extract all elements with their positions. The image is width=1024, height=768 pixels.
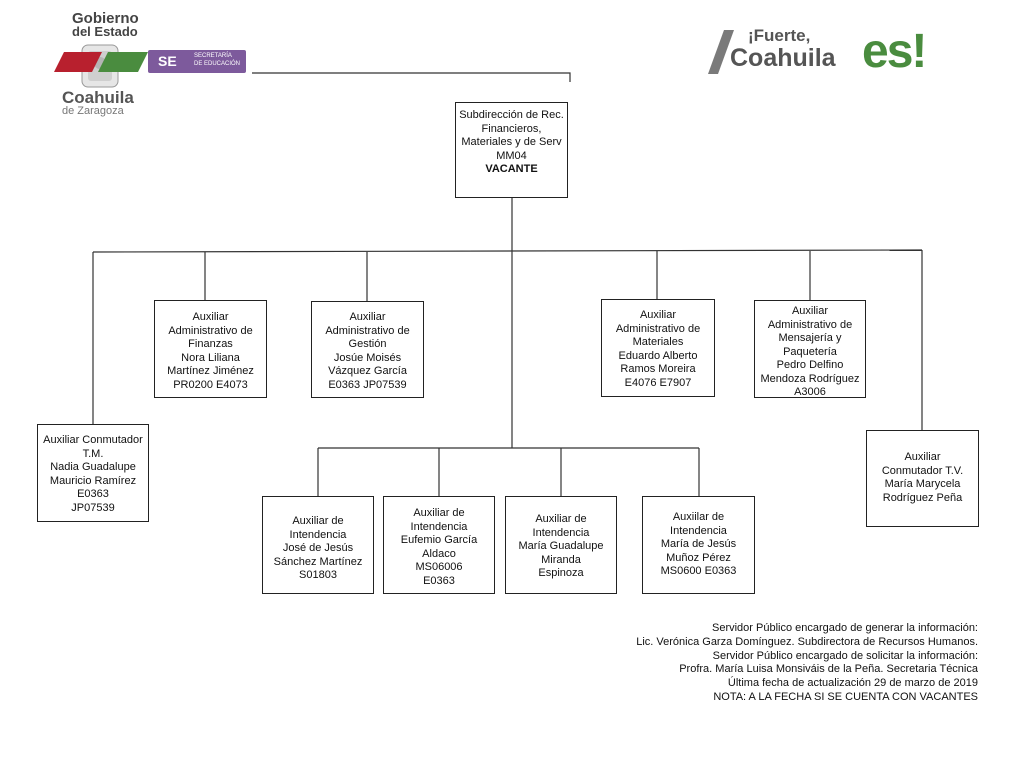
node-line: Intendencia: [410, 520, 468, 533]
node-line: Pedro Delfino: [776, 359, 844, 371]
node-line: Subdirección de Rec.: [459, 109, 564, 121]
org-node-mensajeria: Auxiliar Administrativo de Mensajería y …: [754, 300, 866, 398]
node-line: Administrativo de: [168, 324, 253, 337]
node-line: Conmutador T.V.: [881, 464, 964, 477]
node-line: Nadia Guadalupe: [50, 461, 136, 473]
node-line: José de Jesús: [282, 542, 354, 554]
node-line: Auxiilar de: [672, 511, 725, 523]
node-line: Administrativo de: [325, 324, 410, 337]
node-line: Administrativo de: [767, 318, 853, 331]
footer-line: Servidor Público encargado de solicitar …: [712, 649, 978, 662]
node-line: E4076 E7907: [624, 376, 692, 389]
node-line: Martínez Jiménez: [167, 365, 254, 377]
gov-logo-sub: de Zaragoza: [62, 105, 124, 117]
node-line: Auxiliar de: [413, 507, 465, 519]
org-node-materiales: Auxiliar Administrativo de Materiales Ed…: [601, 299, 715, 397]
slash-icon: [708, 30, 734, 74]
node-line: Miranda: [541, 553, 581, 566]
se-badge-line2: DE EDUCACIÓN: [194, 61, 241, 67]
node-line: A3006: [794, 386, 826, 398]
slogan-line1: ¡Fuerte,: [748, 26, 811, 45]
org-node-gestion: Auxiliar Administrativo de Gestión Josúe…: [311, 301, 424, 398]
se-badge-line1: SECRETARÍA: [194, 53, 232, 59]
node-line: E0363: [423, 574, 455, 587]
node-line: Josúe Moisés: [333, 351, 402, 364]
org-node-subdireccion: Subdirección de Rec. Financieros, Materi…: [455, 102, 568, 198]
footer-line: Servidor Público encargado de generar la…: [712, 622, 978, 634]
org-node-conmutador-tm: Auxiliar Conmutador T.M. Nadia Guadalupe…: [37, 424, 149, 522]
node-line: Auxiliar: [904, 451, 941, 463]
node-line: Intendencia: [670, 524, 727, 537]
node-line: Auxiliar: [791, 305, 829, 317]
node-line: Auxiliar: [639, 309, 677, 321]
node-line: Ramos Moreira: [620, 363, 696, 375]
node-line: Auxiliar: [192, 311, 229, 323]
node-line: Espinoza: [538, 567, 584, 579]
flag-stripes: [54, 52, 148, 72]
footer-line: NOTA: A LA FECHA SI SE CUENTA CON VACANT…: [713, 690, 978, 703]
slogan-word: es!: [862, 25, 927, 78]
node-line: Auxiliar: [349, 311, 386, 323]
org-node-intendencia-1: Auxiliar de Intendencia José de Jesús Sá…: [262, 496, 374, 594]
gov-logo-state: Coahuila: [62, 88, 134, 107]
gov-logo-line2: del Estado: [72, 24, 138, 39]
node-line: Gestión: [348, 338, 387, 350]
footer-line: Lic. Verónica Garza Domínguez. Subdirect…: [636, 635, 978, 648]
node-line: MS0600 E0363: [660, 565, 737, 577]
node-line: S01803: [299, 569, 337, 581]
node-line: PR0200 E4073: [173, 378, 248, 391]
slogan-line2: Coahuila: [730, 44, 836, 72]
node-line: Finanzas: [188, 338, 233, 350]
gov-logo-line1: Gobierno: [72, 10, 139, 27]
node-line: Materiales y de Serv: [461, 136, 562, 148]
node-line: Auxiliar de: [535, 513, 587, 525]
node-line: Eduardo Alberto: [618, 349, 698, 362]
se-badge-abbr: SE: [158, 53, 177, 69]
node-line: Vázquez García: [328, 365, 407, 377]
footer-line: Última fecha de actualización 29 de marz…: [727, 677, 978, 690]
node-line: MM04: [496, 149, 527, 162]
org-node-intendencia-4: Auxiilar de Intendencia María de Jesús M…: [642, 496, 755, 594]
org-node-intendencia-3: Auxiliar de Intendencia María Guadalupe …: [505, 496, 617, 594]
node-line: Auxiliar de: [292, 515, 344, 527]
node-line: Aldaco: [422, 547, 456, 560]
node-line: Intendencia: [532, 526, 590, 539]
node-line: Rodríguez Peña: [882, 491, 963, 504]
se-badge: SE SECRETARÍA DE EDUCACIÓN: [148, 50, 246, 73]
node-status: VACANTE: [485, 163, 538, 175]
org-node-intendencia-2: Auxiliar de Intendencia Eufemio García A…: [383, 496, 495, 594]
node-line: María Guadalupe: [518, 540, 604, 552]
node-line: JP07539: [71, 501, 115, 514]
node-line: Sánchez Martínez: [273, 555, 363, 568]
node-line: Financieros,: [481, 122, 542, 135]
node-line: E0363: [77, 488, 109, 500]
node-line: Eufemio García: [400, 534, 478, 546]
node-line: Administrativo de: [615, 322, 701, 335]
node-line: Mauricio Ramírez: [49, 474, 137, 487]
node-line: Nora Liliana: [181, 351, 240, 364]
node-line: Auxiliar Conmutador: [43, 434, 143, 446]
node-line: Paquetería: [783, 345, 837, 358]
footer-line: Profra. María Luisa Monsiváis de la Peña…: [679, 663, 978, 676]
node-line: Materiales: [632, 336, 684, 348]
node-line: Intendencia: [289, 528, 347, 541]
footer-notes: Servidor Público encargado de generar la…: [636, 622, 978, 705]
slogan-logo: ¡Fuerte, Coahuila es!: [706, 22, 956, 92]
org-node-conmutador-tv: Auxiliar Conmutador T.V. María Marycela …: [866, 430, 979, 527]
org-node-finanzas: Auxiliar Administrativo de Finanzas Nora…: [154, 300, 267, 398]
node-line: MS06006: [415, 561, 463, 573]
node-line: María Marycela: [884, 478, 961, 490]
node-line: T.M.: [82, 447, 104, 460]
node-line: E0363 JP07539: [328, 378, 407, 391]
node-line: Mensajería y: [778, 332, 842, 344]
node-line: Mendoza Rodríguez: [760, 372, 860, 385]
node-line: María de Jesús: [660, 538, 737, 550]
node-line: Muñoz Pérez: [666, 551, 731, 564]
